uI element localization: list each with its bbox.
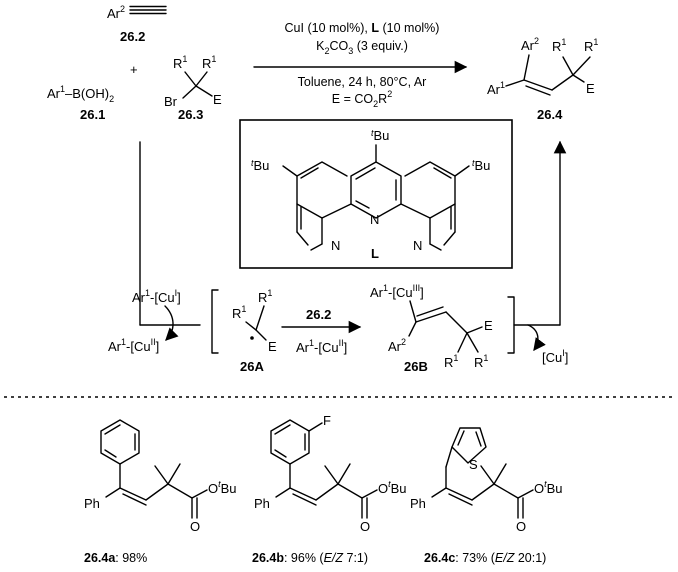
svg-text:N: N [413,238,422,253]
svg-text:CuI (10 mol%), L (10 mol%): CuI (10 mol%), L (10 mol%) [285,21,440,35]
svg-text:[CuI]: [CuI] [542,348,568,365]
svg-text:Ar1-[CuIII]: Ar1-[CuIII] [370,283,424,300]
bromide-26-3: R1 R1 Br E 26.3 [164,54,222,122]
boronic-acid-26-1: Ar1–B(OH)2 26.1 [47,84,114,122]
svg-text:OtBu: OtBu [378,479,407,496]
product-26-4: Ar2 Ar1 R1 R1 E 26.4 [487,36,598,122]
svg-text:Ph: Ph [84,496,100,511]
svg-text:26.4c: 73% (E/Z 20:1): 26.4c: 73% (E/Z 20:1) [424,551,546,565]
svg-text:N: N [331,238,340,253]
alkyne-26-2: Ar2 26.2 [107,4,167,44]
svg-text:R1: R1 [258,288,272,305]
svg-text:S: S [469,457,478,472]
example-26-4b: F Ph O OtBu 26.4b: 96% (E/Z 7:1) [252,413,407,565]
svg-text:R1: R1 [173,54,187,71]
svg-text:E: E [586,81,595,96]
svg-text:Ar2: Ar2 [107,4,125,21]
svg-text:Ar1–B(OH)2: Ar1–B(OH)2 [47,84,114,104]
svg-text:Br: Br [164,94,178,109]
svg-text:tBu: tBu [251,158,269,173]
label-26A: 26A [240,359,264,374]
svg-text:K2CO3 (3 equiv.): K2CO3 (3 equiv.) [316,39,408,56]
ligand-terpyridine: tBu N tBu N tBu N L [251,128,490,261]
svg-text:O: O [360,519,370,534]
svg-text:E: E [268,339,277,354]
catalytic-cycle: Ar1-[CuI] Ar1-[CuII] R1 R1 E 26A 26.2 Ar… [108,140,568,374]
svg-text:Toluene, 24 h, 80°C, Ar: Toluene, 24 h, 80°C, Ar [298,75,427,89]
svg-text:Ar1: Ar1 [487,80,505,97]
svg-text:O: O [516,519,526,534]
svg-text:R1: R1 [584,37,598,54]
reaction-conditions: CuI (10 mol%), L (10 mol%) K2CO3 (3 equi… [285,21,440,109]
svg-text:26.4a: 98%: 26.4a: 98% [84,551,147,565]
label-26-4: 26.4 [537,107,563,122]
label-26-3: 26.3 [178,107,203,122]
svg-text:N: N [370,212,379,227]
svg-text:OtBu: OtBu [208,479,237,496]
svg-text:26.4b: 96% (E/Z 7:1): 26.4b: 96% (E/Z 7:1) [252,551,368,565]
example-26-4c: S Ph O OtBu 26.4c: 73% (E/Z 20:1) [410,427,563,565]
svg-text:26.2: 26.2 [306,307,331,322]
svg-text:R1: R1 [232,304,246,321]
example-26-4a: Ph O OtBu 26.4a: 98% [84,419,237,565]
svg-text:Ar2: Ar2 [521,36,539,53]
svg-text:R1: R1 [202,54,216,71]
svg-text:Ar1-[CuI]: Ar1-[CuI] [132,288,181,305]
svg-text:OtBu: OtBu [534,479,563,496]
svg-text:tBu: tBu [472,158,490,173]
svg-text:E = CO2R2: E = CO2R2 [332,89,392,109]
svg-text:O: O [190,519,200,534]
svg-text:E: E [213,92,222,107]
ligand-box [239,119,513,269]
svg-text:F: F [323,413,331,428]
svg-text:R1: R1 [474,353,488,370]
plus-sign: + [130,62,138,77]
svg-text:tBu: tBu [371,128,389,143]
svg-text:Ph: Ph [254,496,270,511]
svg-text:Ar1-[CuII]: Ar1-[CuII] [108,337,159,354]
svg-text:R1: R1 [552,37,566,54]
svg-text:Ph: Ph [410,496,426,511]
label-26B: 26B [404,359,428,374]
svg-text:Ar2: Ar2 [388,337,406,354]
label-26-1: 26.1 [80,107,105,122]
label-L: L [371,246,379,261]
label-26-2: 26.2 [120,29,145,44]
svg-text:Ar1-[CuII]: Ar1-[CuII] [296,338,347,355]
svg-text:R1: R1 [444,353,458,370]
svg-text:E: E [484,318,493,333]
